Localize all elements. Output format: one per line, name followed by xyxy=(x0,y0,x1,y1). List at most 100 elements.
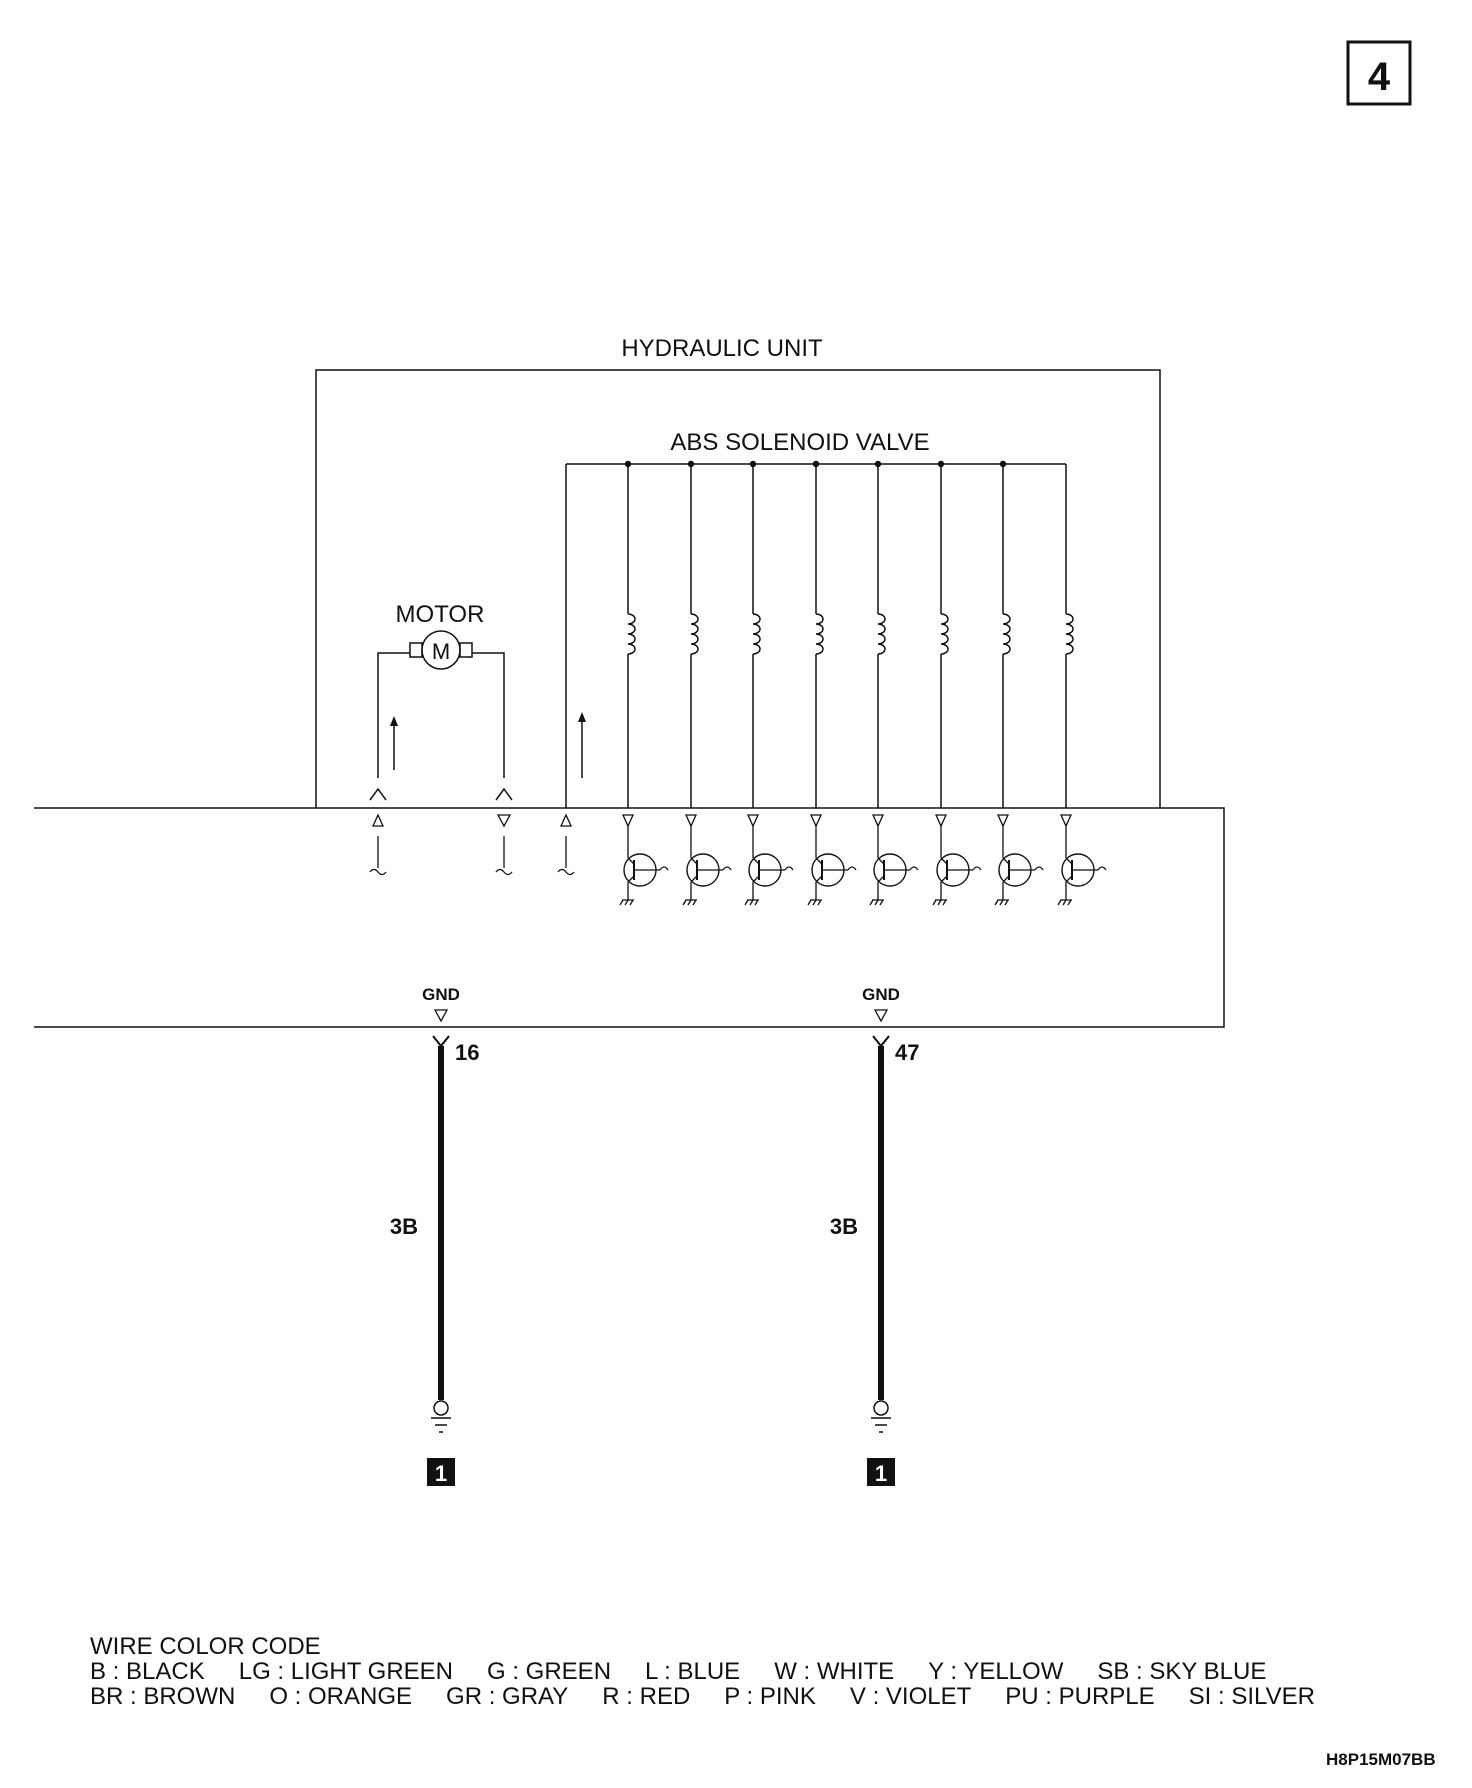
gnd-connector-1 xyxy=(432,1035,450,1048)
solenoid-terminal-6 xyxy=(934,814,948,828)
motor-in-break xyxy=(495,836,513,876)
transistor-leads-6 xyxy=(940,857,973,883)
motor-current-arrowhead xyxy=(390,716,398,726)
transistor-leads-2 xyxy=(690,857,723,883)
gnd-eyelet-1 xyxy=(433,1400,449,1416)
transistor-leads-1 xyxy=(627,857,660,883)
legend-entry: V : VIOLET xyxy=(849,1683,972,1710)
solenoid-feed-terminal xyxy=(559,813,573,827)
solenoid-coil-icon-2 xyxy=(690,613,699,655)
motor-left-connector xyxy=(369,787,387,801)
solenoid-feed-break xyxy=(557,836,575,876)
solenoid-coil-icon-8 xyxy=(1065,613,1074,655)
transistor-base-break-4 xyxy=(847,866,857,871)
solenoid-coil-icon-3 xyxy=(752,613,761,655)
legend-entry: Y : YELLOW xyxy=(928,1658,1064,1685)
legend-entry: BR : BROWN xyxy=(90,1683,236,1710)
motor-label: MOTOR xyxy=(396,601,485,628)
gnd-connector-2 xyxy=(872,1035,890,1048)
motor-right-terminal xyxy=(459,642,473,658)
gnd-pin-2: 47 xyxy=(895,1040,919,1065)
legend-entry: SI : SILVER xyxy=(1188,1683,1315,1710)
gnd-wire-color-1: 3B xyxy=(390,1214,418,1239)
transistor-leads-8 xyxy=(1065,857,1098,883)
transistor-ground-icon-4 xyxy=(807,899,822,906)
hydraulic-unit-box xyxy=(315,369,1161,808)
motor-terminal-in xyxy=(496,814,512,828)
motor-terminal-out xyxy=(371,813,385,827)
transistor-base-break-6 xyxy=(972,866,982,871)
solenoid-coil-icon-6 xyxy=(940,613,949,655)
solenoid-channels xyxy=(619,460,1107,906)
solenoid-terminal-2 xyxy=(684,814,698,828)
solenoid-current-arrowhead xyxy=(578,712,586,722)
transistor-base-break-2 xyxy=(722,866,732,871)
gnd-label-2: GND xyxy=(862,985,900,1004)
legend-entry: L : BLUE xyxy=(645,1658,741,1685)
motor-right-connector xyxy=(495,787,513,801)
gnd-terminal-2 xyxy=(873,1009,889,1023)
transistor-ground-icon-5 xyxy=(869,899,884,906)
solenoid-terminal-4 xyxy=(809,814,823,828)
motor-symbol: M xyxy=(432,639,450,664)
ground-point-2: 1 xyxy=(875,1461,887,1486)
motor-right-wire xyxy=(472,652,505,778)
gnd-terminal-1 xyxy=(433,1009,449,1023)
transistor-ground-icon-1 xyxy=(619,899,634,906)
transistor-base-break-7 xyxy=(1034,866,1044,871)
solenoid-terminal-5 xyxy=(871,814,885,828)
legend-entry: P : PINK xyxy=(724,1683,816,1710)
gnd-eyelet-2 xyxy=(873,1400,889,1416)
legend-entry: O : ORANGE xyxy=(269,1683,413,1710)
legend-title: WIRE COLOR CODE xyxy=(90,1633,321,1660)
transistor-ground-icon-8 xyxy=(1057,899,1072,906)
legend-entry: SB : SKY BLUE xyxy=(1097,1658,1267,1685)
transistor-base-break-3 xyxy=(784,866,794,871)
motor-left-wire xyxy=(377,652,410,778)
legend-row-2: BR : BROWN O : ORANGE GR : GRAY R : RED P : … xyxy=(90,1684,1349,1709)
gnd-pin-1: 16 xyxy=(455,1040,479,1065)
solenoid-coil-icon-4 xyxy=(815,613,824,655)
legend-entry: B : BLACK xyxy=(90,1658,205,1685)
solenoid-terminal-1 xyxy=(621,814,635,828)
solenoid-coil-icon-5 xyxy=(877,613,886,655)
ground-icon-1 xyxy=(431,1417,451,1433)
motor-out-break xyxy=(369,836,387,876)
transistor-ground-icon-6 xyxy=(932,899,947,906)
ground-point-1: 1 xyxy=(435,1461,447,1486)
transistor-leads-3 xyxy=(752,857,785,883)
transistor-leads-4 xyxy=(815,857,848,883)
legend-entry: W : WHITE xyxy=(774,1658,895,1685)
hydraulic-unit-label: HYDRAULIC UNIT xyxy=(621,335,823,362)
gnd-label-1: GND xyxy=(422,985,460,1004)
motor-icon xyxy=(421,630,461,670)
abs-ecu-box xyxy=(34,807,1225,1028)
page-number: 4 xyxy=(1368,55,1391,99)
transistor-ground-icon-2 xyxy=(682,899,697,906)
solenoid-coil-icon-7 xyxy=(1002,613,1011,655)
solenoid-coil-icon-1 xyxy=(627,613,636,655)
diagram-code: H8P15M07BB xyxy=(1326,1750,1436,1769)
page-number-box xyxy=(1346,40,1412,106)
legend-entry: G : GREEN xyxy=(487,1658,612,1685)
solenoid-terminal-7 xyxy=(996,814,1010,828)
transistor-ground-icon-3 xyxy=(744,899,759,906)
solenoid-terminal-3 xyxy=(746,814,760,828)
ground-icon-2 xyxy=(871,1417,891,1433)
ground-point-box-1 xyxy=(427,1458,455,1486)
legend-entry: R : RED xyxy=(602,1683,691,1710)
legend-entry: GR : GRAY xyxy=(446,1683,569,1710)
transistor-base-break-1 xyxy=(659,866,669,871)
gnd-wire-color-2: 3B xyxy=(830,1214,858,1239)
transistor-ground-icon-7 xyxy=(994,899,1009,906)
transistor-leads-5 xyxy=(877,857,910,883)
solenoid-valve-label: ABS SOLENOID VALVE xyxy=(670,429,929,456)
motor-left-terminal xyxy=(409,642,423,658)
transistor-base-break-8 xyxy=(1097,866,1107,871)
legend-entry: PU : PURPLE xyxy=(1005,1683,1155,1710)
transistor-base-break-5 xyxy=(909,866,919,871)
solenoid-terminal-8 xyxy=(1059,814,1073,828)
